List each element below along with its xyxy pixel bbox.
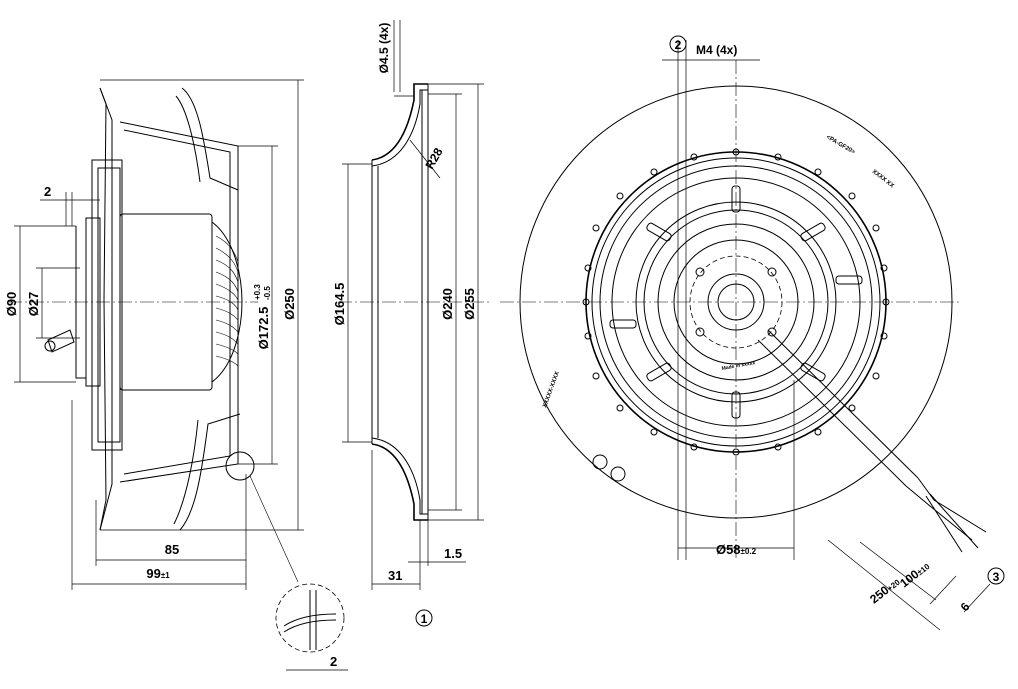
dim-d164-5: Ø164.5 [332, 283, 347, 326]
dim-99: 99±1 [146, 566, 170, 581]
dim-d90: Ø90 [4, 292, 19, 317]
detail-dim-2: 2 [330, 654, 337, 669]
dim-d27: Ø27 [26, 292, 41, 317]
callout-1-circle [415, 609, 433, 627]
callout-1: 1 [421, 612, 428, 626]
dim-d58: Ø58±0.2 [716, 542, 757, 557]
section-view [338, 20, 490, 590]
dim-99-tol: ±1 [161, 571, 170, 580]
label-top-right: <PA-GF20> [825, 135, 856, 156]
dim-r28: R28 [422, 145, 445, 171]
callout-3-circle [987, 567, 1005, 585]
dim-6: 6 [958, 600, 973, 614]
dim-99-base: 99 [146, 566, 160, 581]
dim-2-top: 2 [44, 184, 51, 199]
callout-3: 3 [993, 570, 1000, 584]
dim-m4: M4 (4x) [696, 43, 737, 57]
dim-d4-5: Ø4.5 (4x) [377, 23, 391, 74]
dim-d240: Ø240 [440, 288, 455, 320]
dim-1-5: 1.5 [444, 546, 462, 561]
dim-d172-tol-up: +0.3 [253, 284, 262, 300]
callout-2: 2 [675, 38, 682, 52]
front-view [500, 40, 991, 631]
callout-2-circle [669, 35, 687, 53]
dim-d58-tol: ±0.2 [741, 547, 757, 556]
dim-d255: Ø255 [462, 288, 477, 320]
side-view [8, 79, 348, 671]
label-made: Made in xxxxx [721, 360, 756, 372]
dim-d172: Ø172.5 +0.3 -0.5 [253, 284, 272, 350]
dim-d172-tol-down: -0.5 [263, 286, 272, 300]
dim-100-tol: ±10 [915, 562, 931, 578]
label-code: XXXX XX [871, 169, 895, 190]
dim-100: 100±10 [897, 558, 932, 590]
dim-d172-base: Ø172.5 [256, 307, 271, 350]
dim-d58-base: Ø58 [716, 542, 741, 557]
dim-31: 31 [388, 568, 402, 583]
label-serial: XXXXX-XXXX [542, 371, 561, 409]
dim-85: 85 [165, 542, 179, 557]
dim-d250: Ø250 [282, 288, 297, 320]
